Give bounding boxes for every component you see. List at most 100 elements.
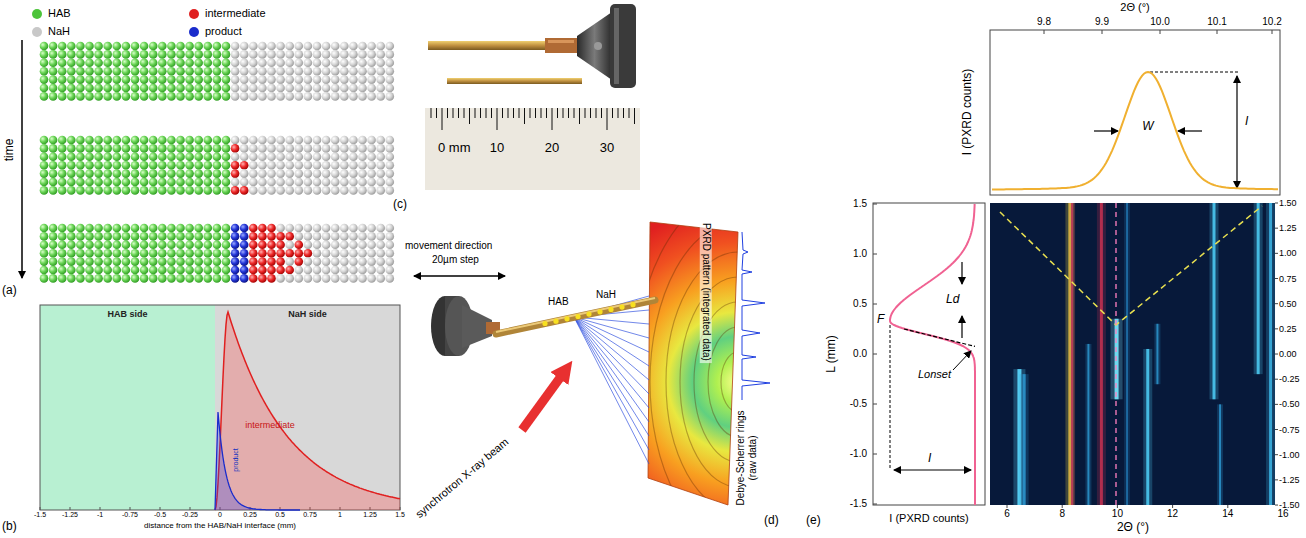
- ruler: [629, 108, 630, 118]
- particle-grid: [103, 274, 112, 283]
- legend-text: NaH: [48, 25, 70, 37]
- particle-grid: [194, 224, 203, 233]
- particle-grid: [131, 59, 140, 68]
- particle-grid: [158, 169, 167, 178]
- particle-grid: [267, 232, 276, 241]
- particle-grid: [295, 266, 304, 275]
- particle-grid: [295, 153, 304, 162]
- particle-grid: [231, 153, 240, 162]
- particle-grid: [313, 232, 322, 241]
- particle-grid: [176, 257, 185, 266]
- particle-grid: [304, 144, 313, 153]
- particle-grid: [258, 178, 267, 187]
- particle-grid: [349, 266, 358, 275]
- particle-grid: [204, 274, 213, 283]
- particle-grid: [376, 59, 385, 68]
- particle-grid: [94, 241, 103, 250]
- particle-grid: [204, 186, 213, 195]
- particle-grid: [231, 169, 240, 178]
- particle-grid: [313, 42, 322, 51]
- particle-grid: [249, 92, 258, 101]
- particle-grid: [258, 161, 267, 170]
- concentration-curve: [215, 312, 400, 510]
- heatmap: [1219, 404, 1221, 505]
- particle-grid: [122, 224, 131, 233]
- particle-grid: [267, 92, 276, 101]
- particle-grid: [167, 67, 176, 76]
- particle-grid: [222, 136, 231, 145]
- particle-grid: [140, 161, 149, 170]
- legend-text: product: [205, 25, 242, 37]
- ruler: [623, 108, 624, 118]
- particle-grid: [386, 153, 395, 162]
- particle-grid: [222, 224, 231, 233]
- particle-grid: [185, 153, 194, 162]
- particle-grid: [167, 274, 176, 283]
- particle-grid: [249, 67, 258, 76]
- particle-grid: [358, 75, 367, 84]
- capillary-holder: [431, 296, 500, 356]
- particle-grid: [386, 178, 395, 187]
- particle-grid: [131, 266, 140, 275]
- particle-grid: [276, 84, 285, 93]
- particle-grid: [76, 50, 85, 59]
- particle-grid: [376, 186, 385, 195]
- particle-grid: [204, 144, 213, 153]
- particle-grid: [231, 136, 240, 145]
- particle-grid: [304, 241, 313, 250]
- particle-grid: [331, 67, 340, 76]
- particle-grid: [249, 266, 258, 275]
- chart-frame: [160, 507, 161, 510]
- particle-grid: [386, 224, 395, 233]
- particle-grid: [149, 84, 158, 93]
- heatmap: [1065, 203, 1074, 505]
- particle-grid: [76, 224, 85, 233]
- particle-grid: [295, 178, 304, 187]
- particle-grid: [67, 178, 76, 187]
- heatmap: [1143, 349, 1152, 505]
- particle-grid: [213, 169, 222, 178]
- heatmap: [1257, 203, 1260, 374]
- particle-grid: [158, 50, 167, 59]
- axis-tick-mark: [1275, 505, 1278, 506]
- particle-grid: [122, 75, 131, 84]
- peak-annotation: [1094, 130, 1118, 131]
- particle-grid: [222, 153, 231, 162]
- particle-grid: [40, 75, 49, 84]
- particle-grid: [276, 75, 285, 84]
- particle-grid: [358, 67, 367, 76]
- particle-grid: [58, 75, 67, 84]
- particle-grid: [185, 75, 194, 84]
- particle-grid: [340, 224, 349, 233]
- particle-grid: [49, 232, 58, 241]
- particle-grid: [367, 224, 376, 233]
- particle-grid: [131, 67, 140, 76]
- particle-grid: [131, 144, 140, 153]
- particle-grid: [240, 186, 249, 195]
- particle-grid: [222, 50, 231, 59]
- particle-grid: [185, 169, 194, 178]
- particle-grid: [276, 92, 285, 101]
- panel-letter: (e): [806, 514, 821, 528]
- particle-grid: [304, 249, 313, 258]
- particle-grid: [158, 241, 167, 250]
- particle-grid: [376, 169, 385, 178]
- particle-grid: [140, 224, 149, 233]
- particle-grid: [376, 67, 385, 76]
- particle-grid: [40, 257, 49, 266]
- particle-grid: [94, 169, 103, 178]
- chart-frame: [190, 507, 191, 510]
- particle-grid: [304, 67, 313, 76]
- ruler: [530, 108, 531, 118]
- particle-grid: [276, 42, 285, 51]
- particle-grid: [222, 92, 231, 101]
- particle-grid: [67, 249, 76, 258]
- particle-grid: [103, 257, 112, 266]
- particle-grid: [213, 161, 222, 170]
- particle-grid: [204, 161, 213, 170]
- particle-grid: [167, 232, 176, 241]
- particle-grid: [367, 257, 376, 266]
- axis-tick: -0.75: [122, 511, 138, 519]
- particle-grid: [113, 50, 122, 59]
- particle-grid: [113, 42, 122, 51]
